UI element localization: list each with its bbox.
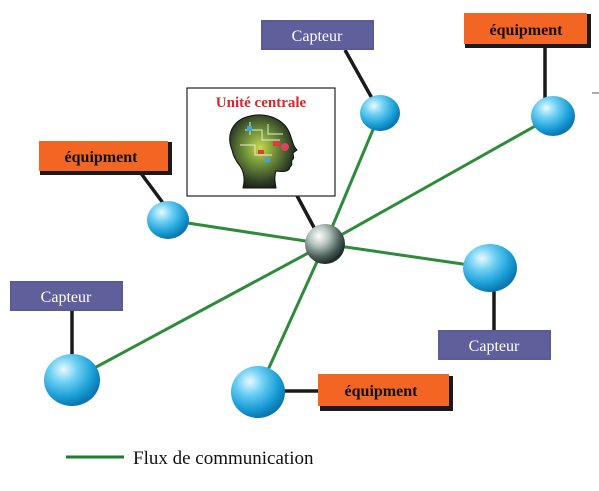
legend-label: Flux de communication — [133, 448, 314, 469]
link-to-right — [324, 242, 491, 270]
node-left-upper — [147, 201, 189, 239]
link-to-left-lower — [71, 242, 326, 382]
connector-top-center — [343, 49, 375, 101]
central-unit-label: Unité centrale — [216, 95, 307, 111]
head-circuit-icon — [229, 114, 298, 189]
central-hub-node — [305, 224, 345, 264]
node-top-right — [531, 96, 575, 136]
equipment-label-left-upper-text: équipment — [65, 149, 139, 166]
sensor-label-right: Capteur — [438, 330, 551, 360]
link-to-top-center — [323, 112, 382, 245]
central-unit: Unité centrale — [186, 87, 336, 197]
link-to-left-upper — [167, 218, 326, 246]
link-to-bottom — [256, 243, 327, 393]
connector-left-upper — [138, 170, 165, 205]
equipment-label-top-right: équipment — [464, 13, 591, 48]
node-bottom — [231, 366, 285, 418]
node-labels: Capteur équipment équipment Capteur équi… — [10, 13, 591, 411]
sensor-label-left: Capteur — [10, 281, 123, 311]
communication-links — [71, 112, 554, 393]
legend: Flux de communication — [66, 448, 314, 469]
equipment-label-left-upper: équipment — [39, 141, 172, 175]
link-to-top-right — [324, 114, 554, 246]
node-left-lower — [44, 354, 100, 406]
sensor-label-top: Capteur — [261, 20, 374, 50]
equipment-label-top-right-text: équipment — [490, 22, 564, 39]
equipment-label-bottom: équipment — [318, 374, 453, 411]
node-right — [463, 244, 517, 292]
equipment-label-bottom-text: équipment — [345, 383, 419, 400]
sensor-label-right-text: Capteur — [469, 338, 520, 355]
sensor-label-top-text: Capteur — [292, 28, 343, 45]
sensor-label-left-text: Capteur — [41, 289, 92, 306]
peripheral-nodes — [44, 95, 575, 418]
node-top-center — [360, 95, 400, 131]
